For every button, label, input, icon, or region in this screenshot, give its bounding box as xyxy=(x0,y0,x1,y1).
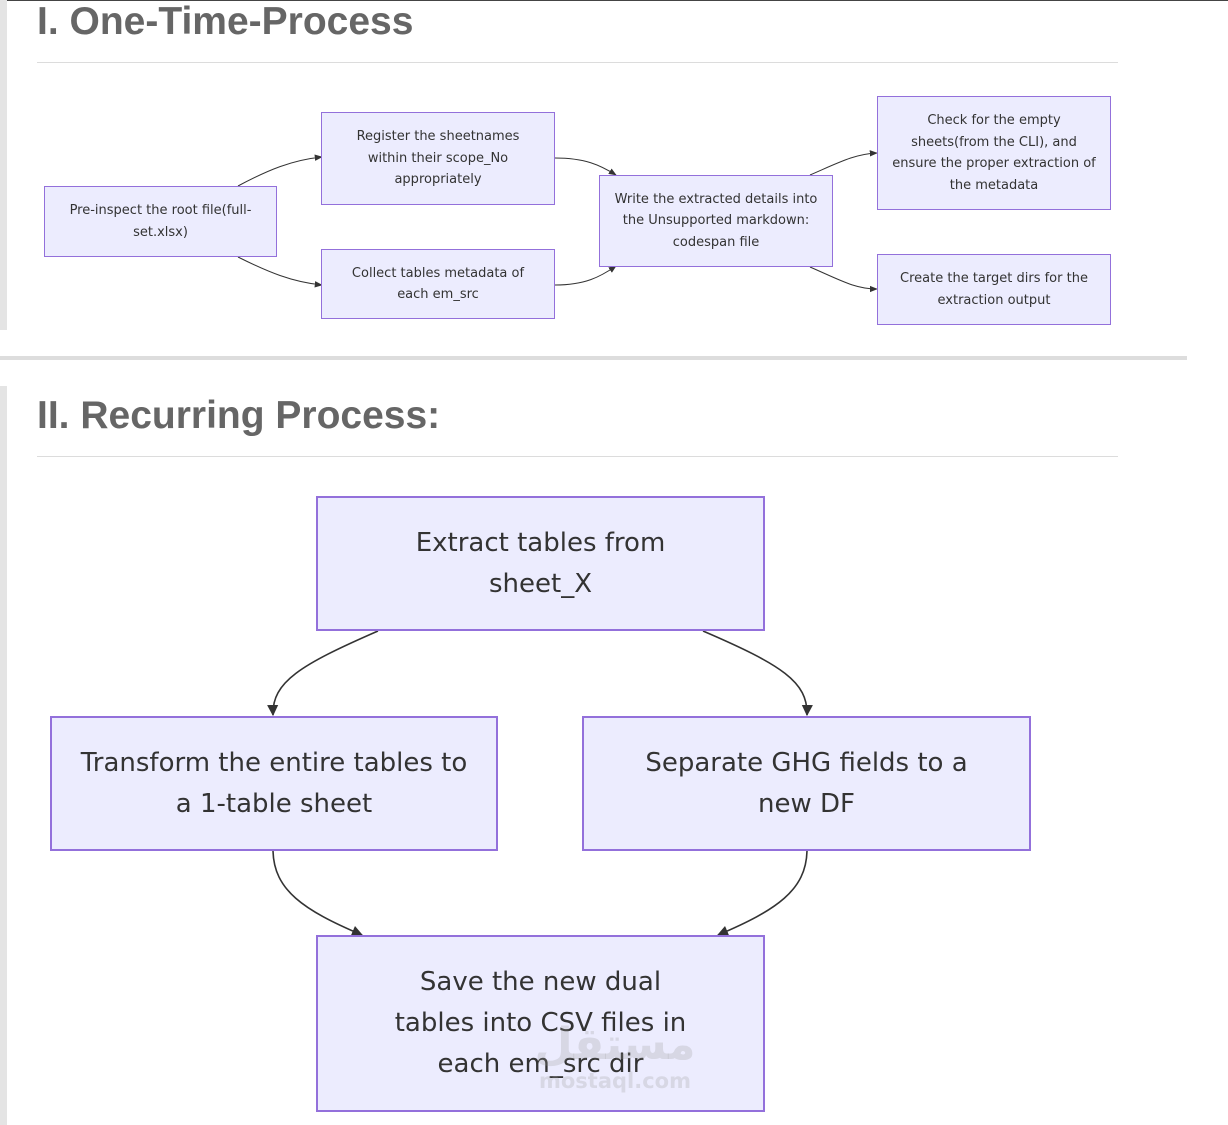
edge-collect-to-write xyxy=(554,265,617,286)
node-register-sheetnames: Register the sheetnames within their sco… xyxy=(321,112,555,205)
watermark-logo: مستقل mostaql.com xyxy=(520,1019,710,1093)
node-write-details-label: Write the extracted details into the Uns… xyxy=(614,191,818,250)
edge-register-to-write xyxy=(554,157,617,176)
node-separate-ghg: Separate GHG fields to a new DF xyxy=(582,716,1031,851)
node-collect-metadata-label: Collect tables metadata of each em_src xyxy=(351,265,525,303)
edge-write-to-create xyxy=(809,266,878,293)
node-transform-tables: Transform the entire tables to a 1-table… xyxy=(50,716,498,851)
node-collect-metadata: Collect tables metadata of each em_src xyxy=(321,249,555,319)
node-register-sheetnames-label: Register the sheetnames within their sco… xyxy=(356,129,520,188)
section-2-left-bar xyxy=(0,386,7,1125)
edge-write-to-check xyxy=(809,150,878,176)
section-divider xyxy=(0,356,1187,360)
section-heading-one-time: I. One-Time-Process xyxy=(37,0,414,43)
node-transform-tables-label: Transform the entire tables to a 1-table… xyxy=(80,747,468,819)
node-pre-inspect: Pre-inspect the root file(full-set.xlsx) xyxy=(44,186,277,257)
node-create-dirs-label: Create the target dirs for the extractio… xyxy=(900,271,1088,308)
edge-preinspect-to-register xyxy=(237,154,323,187)
heading-rule-recurring xyxy=(37,456,1118,457)
edge-extract-to-separate xyxy=(702,630,813,717)
node-save-tables-label: Save the new dual tables into CSV files … xyxy=(394,967,687,1079)
edge-transform-to-save xyxy=(272,850,364,937)
node-extract-tables: Extract tables from sheet_X xyxy=(316,496,765,631)
watermark-latin: mostaql.com xyxy=(539,1069,691,1093)
section-heading-recurring: II. Recurring Process: xyxy=(37,394,441,437)
section-1-left-bar xyxy=(0,0,7,330)
node-create-dirs: Create the target dirs for the extractio… xyxy=(877,254,1111,325)
top-border xyxy=(0,0,1228,1)
node-extract-tables-label: Extract tables from sheet_X xyxy=(415,527,666,599)
node-check-empty-label: Check for the empty sheets(from the CLI)… xyxy=(892,113,1096,193)
node-write-details: Write the extracted details into the Uns… xyxy=(599,175,833,267)
node-pre-inspect-label: Pre-inspect the root file(full-set.xlsx) xyxy=(69,203,252,240)
edge-extract-to-transform xyxy=(267,630,379,717)
node-save-tables: Save the new dual tables into CSV files … xyxy=(316,935,765,1112)
node-check-empty: Check for the empty sheets(from the CLI)… xyxy=(877,96,1111,210)
watermark-arabic: مستقل xyxy=(534,1019,696,1070)
edge-separate-to-save xyxy=(716,850,808,937)
node-separate-ghg-label: Separate GHG fields to a new DF xyxy=(645,747,968,819)
edge-preinspect-to-collect xyxy=(237,256,323,288)
heading-rule-one-time xyxy=(37,62,1118,63)
